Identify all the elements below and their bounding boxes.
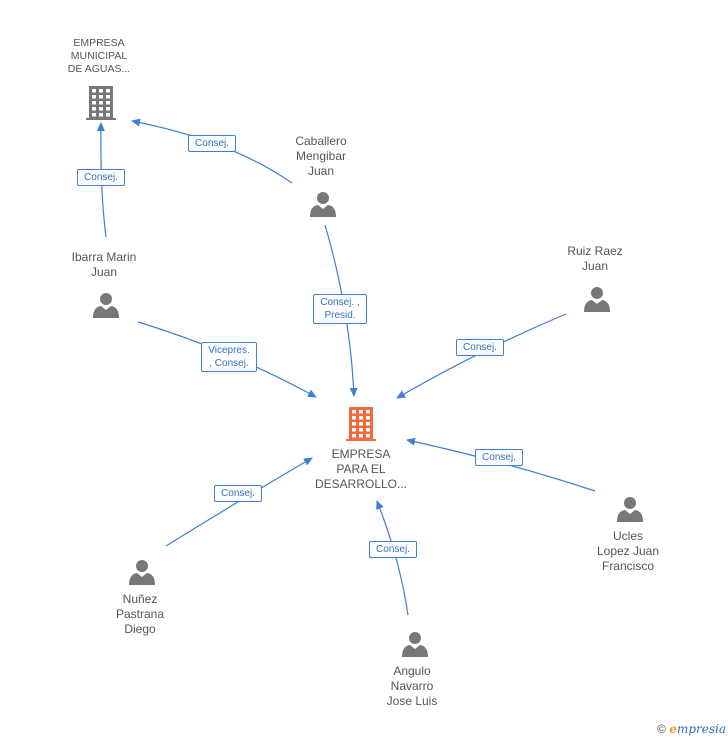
brand-logo[interactable]: empresia	[669, 722, 726, 736]
person-icon[interactable]	[584, 287, 610, 312]
edge-ucles-to-main	[406, 437, 596, 492]
edge-label-ibarra-to-aguas[interactable]: Consej.	[77, 168, 125, 186]
edge-label-caballero-to-main[interactable]: Consej. , Presid.	[313, 294, 367, 324]
edge-ruiz-to-main	[396, 313, 567, 399]
node-label-ruiz[interactable]: Ruiz Raez Juan	[567, 244, 623, 273]
edge-label-ruiz-to-main[interactable]: Consej.	[456, 338, 504, 356]
person-icon[interactable]	[402, 632, 428, 657]
edge-caballero-to-aguas	[131, 118, 293, 184]
company-building-icon[interactable]	[346, 407, 376, 441]
brand-initial: e	[669, 722, 677, 736]
edge-label-angulo-to-main[interactable]: Consej.	[369, 540, 417, 558]
edge-angulo-to-main	[376, 500, 409, 616]
edge-label-nunez-to-main[interactable]: Consej.	[214, 484, 262, 502]
company-building-icon[interactable]	[86, 86, 116, 120]
person-icon[interactable]	[617, 497, 643, 522]
edge-label-ibarra-to-main[interactable]: Vicepres. , Consej.	[201, 342, 257, 372]
copyright-footer: © empresia	[657, 722, 726, 736]
node-label-main[interactable]: EMPRESA PARA EL DESARROLLO...	[314, 447, 408, 491]
node-label-ibarra[interactable]: Ibarra Marin Juan	[71, 250, 137, 279]
edge-label-caballero-to-aguas[interactable]: Consej.	[188, 134, 236, 152]
node-label-caballero[interactable]: Caballero Mengibar Juan	[295, 134, 347, 178]
node-label-nunez[interactable]: Nuñez Pastrana Diego	[115, 592, 165, 636]
node-label-ucles[interactable]: Ucles Lopez Juan Francisco	[596, 529, 660, 573]
edge-nunez-to-main	[165, 457, 313, 547]
person-icon[interactable]	[129, 560, 155, 585]
person-icon[interactable]	[93, 293, 119, 318]
node-label-aguas[interactable]: EMPRESA MUNICIPAL DE AGUAS...	[67, 37, 131, 75]
copyright-symbol: ©	[657, 722, 666, 736]
person-icon[interactable]	[310, 192, 336, 217]
brand-name: mpresia	[676, 722, 726, 736]
edge-label-ucles-to-main[interactable]: Consej.	[475, 448, 523, 466]
node-label-angulo[interactable]: Angulo Navarro Jose Luis	[386, 664, 438, 708]
